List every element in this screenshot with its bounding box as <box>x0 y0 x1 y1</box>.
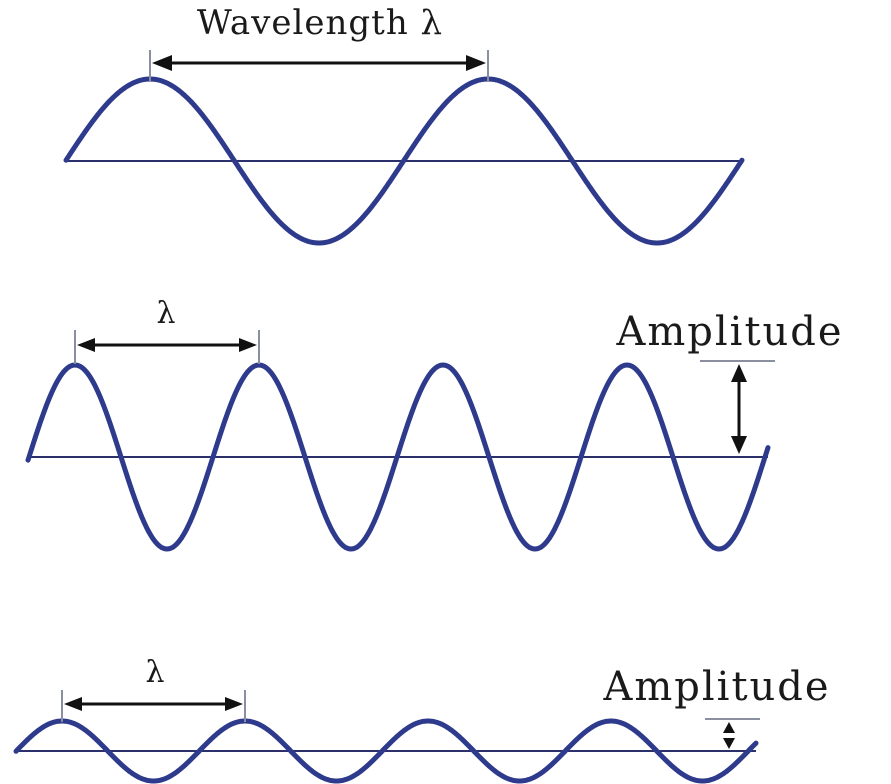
panel2-amplitude-label: Amplitude <box>615 309 843 355</box>
panel2-wave <box>25 362 771 552</box>
panel-short-wavelength-high-amplitude: λ Amplitude <box>25 296 843 552</box>
panel1-wavelength-label: Wavelength λ <box>197 3 443 43</box>
panel2-wavelength-arrow <box>77 338 257 352</box>
panel-short-wavelength-low-amplitude: λ Amplitude <box>13 655 830 784</box>
panel1-wave <box>63 76 745 246</box>
panel3-wave <box>13 718 759 784</box>
panel2-amplitude-arrow <box>731 364 747 454</box>
panel2-lambda-label: λ <box>156 296 175 331</box>
panel1-wavelength-arrow <box>152 55 486 71</box>
panel3-lambda-label: λ <box>145 655 164 690</box>
panel3-wavelength-arrow <box>64 697 243 711</box>
panel-long-wavelength: Wavelength λ <box>63 3 745 246</box>
panel3-amplitude-label: Amplitude <box>602 664 830 710</box>
panel3-amplitude-arrow <box>723 722 735 749</box>
